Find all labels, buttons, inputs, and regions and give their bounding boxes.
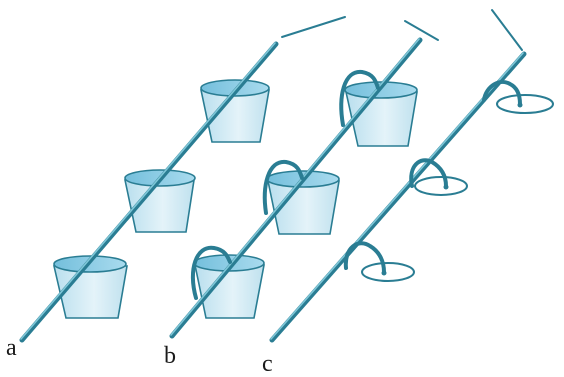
dish-icon [414, 176, 468, 196]
series-c [269, 51, 554, 343]
connector-line-bc [404, 20, 439, 41]
panel-label-a: a [6, 335, 17, 361]
connector-line-ab [281, 16, 346, 38]
connector-line-c-top [491, 9, 523, 51]
dish-icon [361, 262, 415, 282]
connector-lines [281, 9, 523, 51]
rope-icon [269, 51, 527, 343]
panel-label-c: c [262, 351, 273, 377]
panel-label-b: b [164, 343, 176, 369]
loop-ends [381, 102, 523, 276]
series-a [19, 41, 279, 343]
bucket-icon [200, 79, 270, 143]
dish-icon [496, 94, 554, 114]
siphon-tube-icon [343, 80, 522, 274]
siphon-tube-icon [190, 69, 380, 300]
rope-icon [19, 41, 279, 343]
series-b [169, 37, 423, 339]
